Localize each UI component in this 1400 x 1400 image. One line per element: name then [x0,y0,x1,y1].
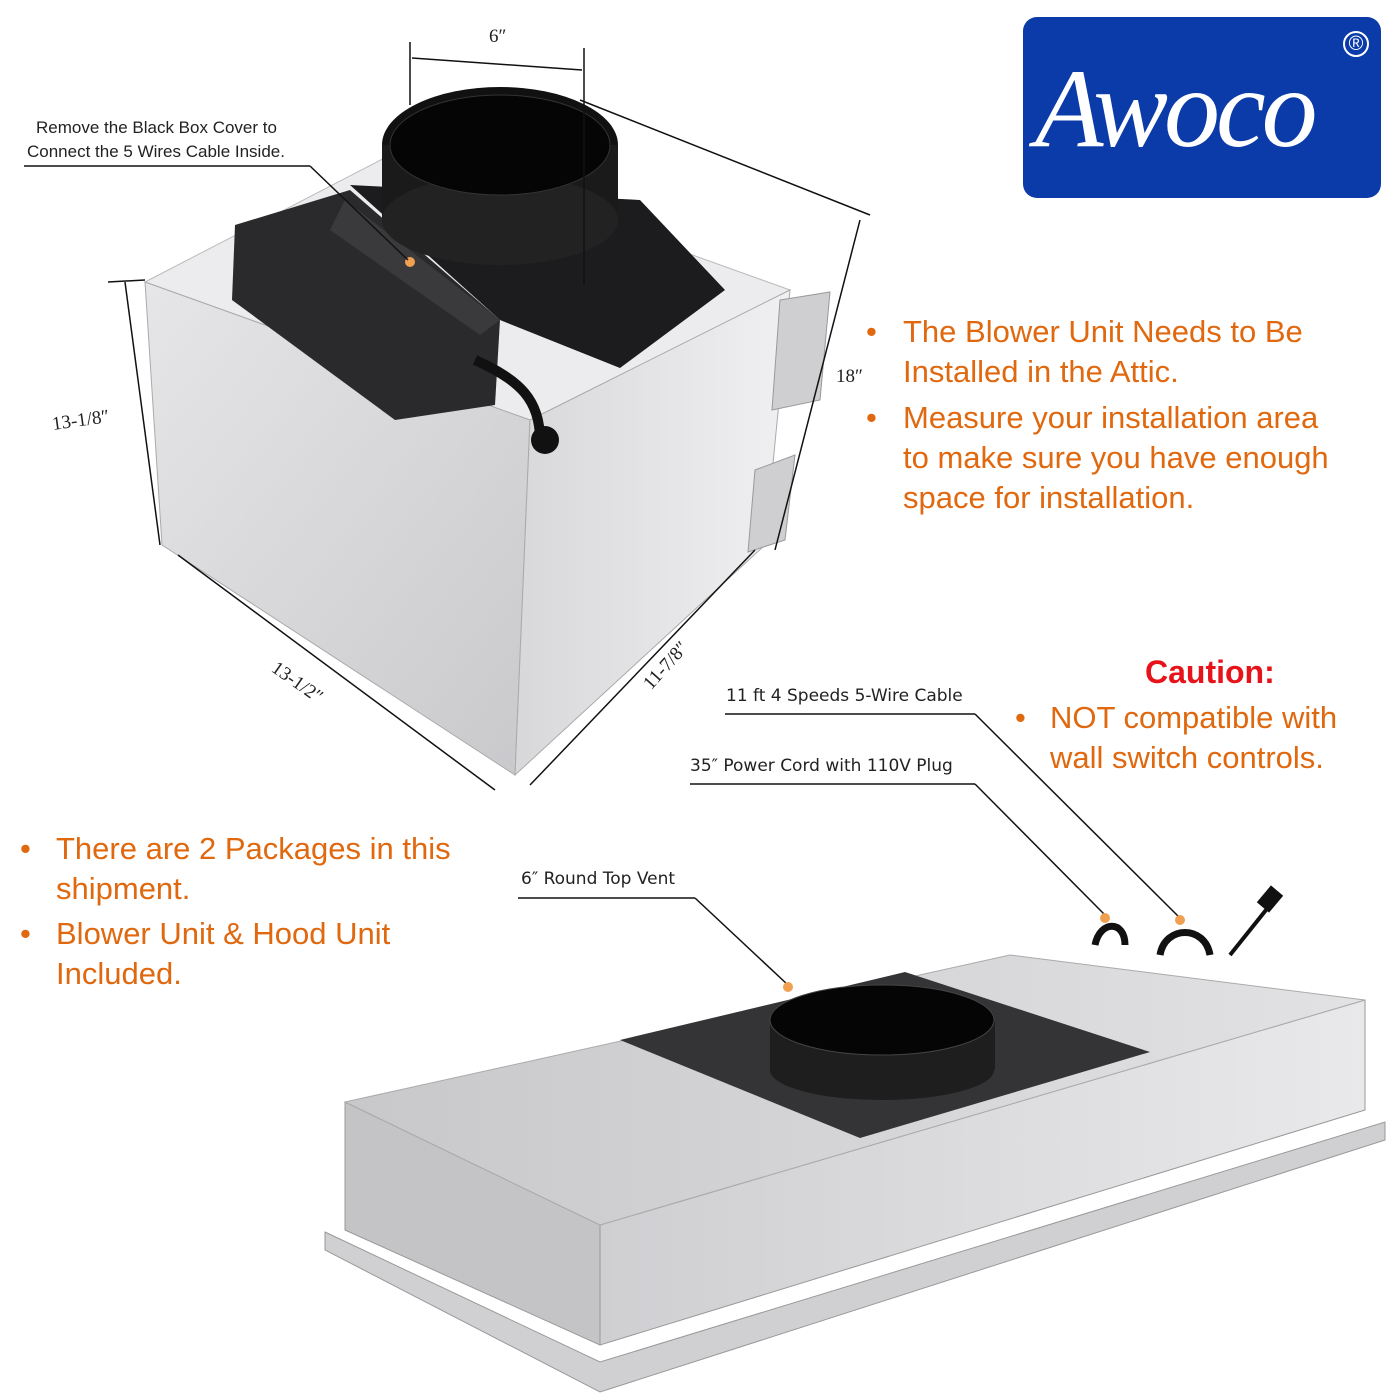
wiring-box [232,190,500,420]
bullet-icon: • [20,916,31,951]
dim-duct-width: 6″ [489,26,507,47]
blower-callout-line1: Remove the Black Box Cover to [36,118,277,137]
registered-mark: ® [1343,31,1369,57]
note-line: Included. [56,956,182,991]
note-line: There are 2 Packages in this [56,831,451,866]
note-line: space for installation. [903,480,1195,515]
note-line: shipment. [56,871,191,906]
note-right-1: • The Blower Unit Needs to Be Installed i… [866,312,1303,392]
note-line: NOT compatible with [1050,700,1338,735]
logo-wordmark: Awoco [1035,47,1318,171]
dimension-lines [24,42,1181,986]
awoco-logo: Awoco ® [1023,17,1381,198]
cord-callout: 35″ Power Cord with 110V Plug [690,756,953,776]
bullet-icon: • [1015,700,1026,735]
blower-callout-line2: Connect the 5 Wires Cable Inside. [27,142,285,161]
caution-item: • NOT compatible with wall switch control… [1015,698,1337,778]
bullet-icon: • [866,314,877,349]
bullet-icon: • [866,400,877,435]
bullet-icon: • [20,831,31,866]
note-line: Blower Unit & Hood Unit [56,916,391,951]
round-vent [769,984,995,1056]
caution-title: Caution: [1145,654,1275,690]
note-line: Measure your installation area [903,400,1319,435]
cable-callout: 11 ft 4 Speeds 5-Wire Cable [726,686,963,706]
note-line: wall switch controls. [1050,740,1324,775]
note-line: to make sure you have enough [903,440,1329,475]
dim-depth: 18″ [836,366,863,387]
note-line: Installed in the Attic. [903,354,1179,389]
note-line: The Blower Unit Needs to Be [903,314,1303,349]
blower-unit [143,87,831,777]
note-right-2: • Measure your installation area to make … [866,398,1329,518]
hood-unit [324,885,1386,1393]
note-left-1: • There are 2 Packages in this shipment. [20,829,451,909]
vent-callout: 6″ Round Top Vent [521,869,676,889]
